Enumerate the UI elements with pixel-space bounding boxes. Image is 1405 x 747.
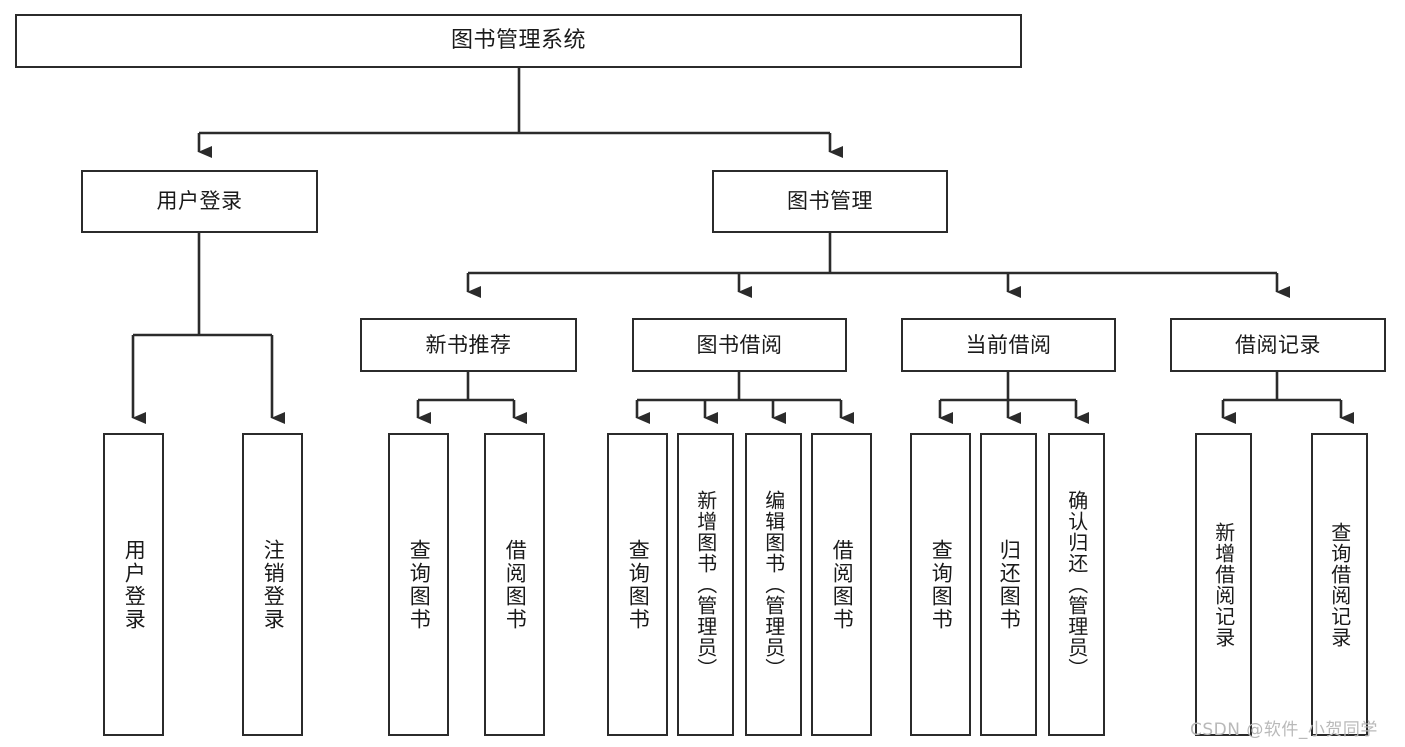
node-new-book-recommend[interactable]: 新书推荐 bbox=[360, 318, 577, 372]
leaf-record-query-record[interactable]: 查询借阅记录 bbox=[1311, 433, 1368, 736]
node-label: 新书推荐 bbox=[425, 332, 512, 357]
node-book-management[interactable]: 图书管理 bbox=[712, 170, 948, 233]
node-label: 借阅图书 bbox=[503, 538, 528, 631]
leaf-record-add-record[interactable]: 新增借阅记录 bbox=[1195, 433, 1252, 736]
node-current-borrow[interactable]: 当前借阅 bbox=[901, 318, 1116, 372]
leaf-current-confirm-return[interactable]: 确认归还（管理员） bbox=[1048, 433, 1105, 736]
node-label: 新增借阅记录 bbox=[1211, 521, 1236, 648]
node-book-borrow[interactable]: 图书借阅 bbox=[632, 318, 847, 372]
node-label: 用户登录 bbox=[156, 189, 243, 214]
node-label: 借阅图书 bbox=[830, 538, 855, 631]
node-user-login[interactable]: 用户登录 bbox=[81, 170, 318, 233]
node-label: 查询图书 bbox=[626, 538, 651, 631]
node-label: 图书管理系统 bbox=[450, 28, 586, 54]
node-label: 新增图书（管理员） bbox=[693, 490, 718, 679]
leaf-current-return-book[interactable]: 归还图书 bbox=[980, 433, 1037, 736]
node-label: 当前借阅 bbox=[965, 332, 1052, 357]
node-label: 借阅记录 bbox=[1235, 332, 1321, 357]
node-label: 查询图书 bbox=[407, 538, 432, 631]
node-borrow-record[interactable]: 借阅记录 bbox=[1170, 318, 1386, 372]
node-label: 查询图书 bbox=[929, 538, 954, 631]
csdn-watermark: CSDN @软件_小贺同学 bbox=[1190, 720, 1378, 740]
node-label: 用户登录 bbox=[122, 538, 147, 631]
node-label: 归还图书 bbox=[997, 538, 1022, 631]
node-label: 图书借阅 bbox=[696, 332, 783, 357]
leaf-borrow-borrow-book[interactable]: 借阅图书 bbox=[811, 433, 872, 736]
node-root-system[interactable]: 图书管理系统 bbox=[15, 14, 1022, 68]
node-label: 图书管理 bbox=[787, 189, 873, 214]
node-label: 确认归还（管理员） bbox=[1064, 490, 1089, 679]
leaf-user-login-signin[interactable]: 用户登录 bbox=[103, 433, 164, 736]
node-label: 注销登录 bbox=[261, 538, 286, 631]
leaf-recommend-query-book[interactable]: 查询图书 bbox=[388, 433, 449, 736]
leaf-recommend-borrow-book[interactable]: 借阅图书 bbox=[484, 433, 545, 736]
node-label: 编辑图书（管理员） bbox=[761, 490, 786, 679]
leaf-borrow-add-book[interactable]: 新增图书（管理员） bbox=[677, 433, 734, 736]
leaf-borrow-query-book[interactable]: 查询图书 bbox=[607, 433, 668, 736]
leaf-borrow-edit-book[interactable]: 编辑图书（管理员） bbox=[745, 433, 802, 736]
leaf-user-login-signout[interactable]: 注销登录 bbox=[242, 433, 303, 736]
leaf-current-query-book[interactable]: 查询图书 bbox=[910, 433, 971, 736]
node-label: 查询借阅记录 bbox=[1327, 521, 1352, 648]
